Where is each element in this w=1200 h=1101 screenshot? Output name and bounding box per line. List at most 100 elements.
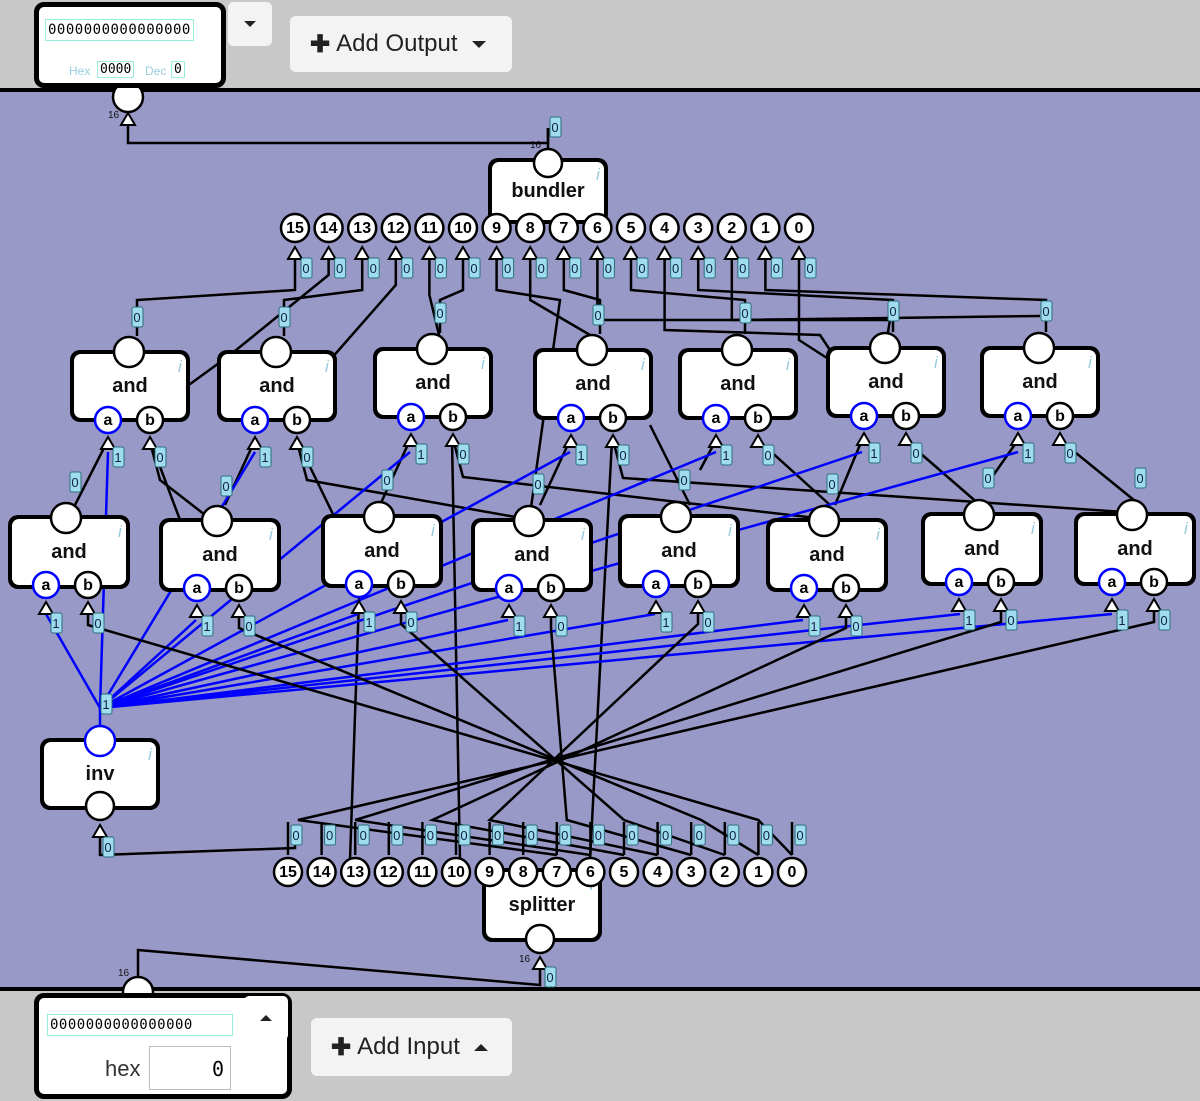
splitter-bit-6[interactable]: [575, 856, 606, 888]
info-icon[interactable]: i: [269, 525, 274, 544]
bundler-bit-12[interactable]: [380, 212, 412, 244]
bundler-bit-14[interactable]: [313, 212, 344, 244]
and-gate-body[interactable]: [537, 352, 649, 416]
info-icon[interactable]: i: [1031, 519, 1036, 538]
splitter-input-port[interactable]: [524, 923, 556, 955]
and-port-b[interactable]: [1045, 401, 1075, 431]
and-port-b[interactable]: [438, 402, 468, 432]
bundler-bit-5[interactable]: [615, 212, 647, 244]
and-output-port[interactable]: [200, 504, 234, 538]
and-gate-body[interactable]: [622, 518, 736, 584]
and-port-a[interactable]: [556, 403, 586, 433]
bundler-bit-9[interactable]: [481, 212, 512, 244]
and-port-a[interactable]: [396, 402, 426, 432]
bundler-bit-10[interactable]: [447, 212, 479, 244]
and-gate-body[interactable]: [770, 522, 884, 588]
and-output-port[interactable]: [575, 333, 609, 367]
and-port-a[interactable]: [93, 405, 123, 435]
splitter-body[interactable]: [486, 872, 598, 938]
bundler-bit-11[interactable]: [414, 212, 445, 244]
and-port-a[interactable]: [182, 573, 212, 603]
bundler-bit-7[interactable]: [548, 212, 580, 244]
and-output-port[interactable]: [1022, 331, 1056, 365]
and-port-a[interactable]: [944, 567, 974, 597]
and-port-a[interactable]: [31, 570, 61, 600]
splitter-bit-15[interactable]: [272, 856, 304, 888]
and-gate-body[interactable]: [1078, 516, 1192, 582]
and-port-a[interactable]: [701, 403, 731, 433]
and-output-port[interactable]: [512, 504, 546, 538]
inv-gate-body[interactable]: [44, 742, 156, 806]
and-output-port[interactable]: [49, 501, 83, 535]
and-port-a[interactable]: [789, 573, 819, 603]
info-icon[interactable]: i: [728, 521, 733, 540]
output-dec-field[interactable]: 0: [171, 61, 185, 78]
splitter-bit-8[interactable]: [507, 856, 539, 888]
bundler-bit-1[interactable]: [750, 212, 781, 244]
and-port-a[interactable]: [641, 569, 671, 599]
and-output-port[interactable]: [259, 335, 293, 369]
and-port-b[interactable]: [135, 405, 165, 435]
info-icon[interactable]: i: [178, 357, 183, 376]
and-output-port[interactable]: [415, 332, 449, 366]
and-gate-body[interactable]: [830, 350, 942, 414]
bundler-bit-4[interactable]: [649, 212, 680, 244]
and-output-port[interactable]: [362, 500, 396, 534]
info-icon[interactable]: i: [1088, 353, 1093, 372]
and-port-a[interactable]: [1003, 401, 1033, 431]
splitter-bit-14[interactable]: [306, 856, 337, 888]
and-gate-body[interactable]: [163, 522, 277, 588]
info-icon[interactable]: i: [481, 354, 486, 373]
and-port-a[interactable]: [240, 405, 270, 435]
info-icon[interactable]: i: [641, 355, 646, 374]
splitter-bit-0[interactable]: [776, 856, 808, 888]
output-dropdown-toggle[interactable]: [228, 2, 272, 46]
splitter-bit-3[interactable]: [675, 856, 707, 888]
info-icon[interactable]: i: [876, 525, 881, 544]
splitter-bit-12[interactable]: [373, 856, 405, 888]
inv-input-port[interactable]: [84, 790, 116, 822]
input-value-field[interactable]: 0: [149, 1046, 231, 1090]
and-output-port[interactable]: [868, 331, 902, 365]
bundler-bit-2[interactable]: [716, 212, 748, 244]
splitter-bit-2[interactable]: [709, 856, 741, 888]
and-gate-body[interactable]: [221, 354, 333, 418]
info-icon[interactable]: i: [934, 353, 939, 372]
and-gate-body[interactable]: [325, 518, 439, 584]
and-port-b[interactable]: [73, 570, 103, 600]
splitter-bit-11[interactable]: [407, 856, 438, 888]
info-icon[interactable]: i: [118, 522, 123, 541]
and-port-b[interactable]: [831, 573, 861, 603]
bundler-bit-8[interactable]: [514, 212, 546, 244]
inv-output-port[interactable]: [83, 724, 117, 758]
and-port-b[interactable]: [536, 573, 566, 603]
and-port-b[interactable]: [743, 403, 773, 433]
and-port-b[interactable]: [282, 405, 312, 435]
and-gate-body[interactable]: [475, 522, 589, 588]
and-gate-body[interactable]: [377, 351, 489, 415]
and-port-b[interactable]: [598, 403, 628, 433]
splitter-bit-5[interactable]: [608, 856, 640, 888]
splitter-bit-7[interactable]: [541, 856, 573, 888]
and-gate-body[interactable]: [925, 516, 1039, 582]
bundler-output-port[interactable]: [532, 147, 564, 179]
and-port-b[interactable]: [891, 401, 921, 431]
and-port-b[interactable]: [683, 569, 713, 599]
and-port-a[interactable]: [494, 573, 524, 603]
splitter-bit-1[interactable]: [743, 856, 774, 888]
and-port-b[interactable]: [986, 567, 1016, 597]
and-gate-body[interactable]: [74, 354, 186, 418]
bundler-body[interactable]: [492, 162, 604, 220]
and-port-b[interactable]: [224, 573, 254, 603]
input-dropdown-toggle[interactable]: [244, 996, 288, 1040]
info-icon[interactable]: i: [148, 745, 153, 764]
info-icon[interactable]: i: [786, 355, 791, 374]
bundler-bit-0[interactable]: [783, 212, 815, 244]
info-icon[interactable]: i: [1184, 519, 1189, 538]
and-port-a[interactable]: [344, 569, 374, 599]
and-port-b[interactable]: [1139, 567, 1169, 597]
and-gate-body[interactable]: [682, 352, 794, 416]
and-output-port[interactable]: [720, 333, 754, 367]
add-input-button[interactable]: ✚ Add Input: [311, 1018, 512, 1076]
